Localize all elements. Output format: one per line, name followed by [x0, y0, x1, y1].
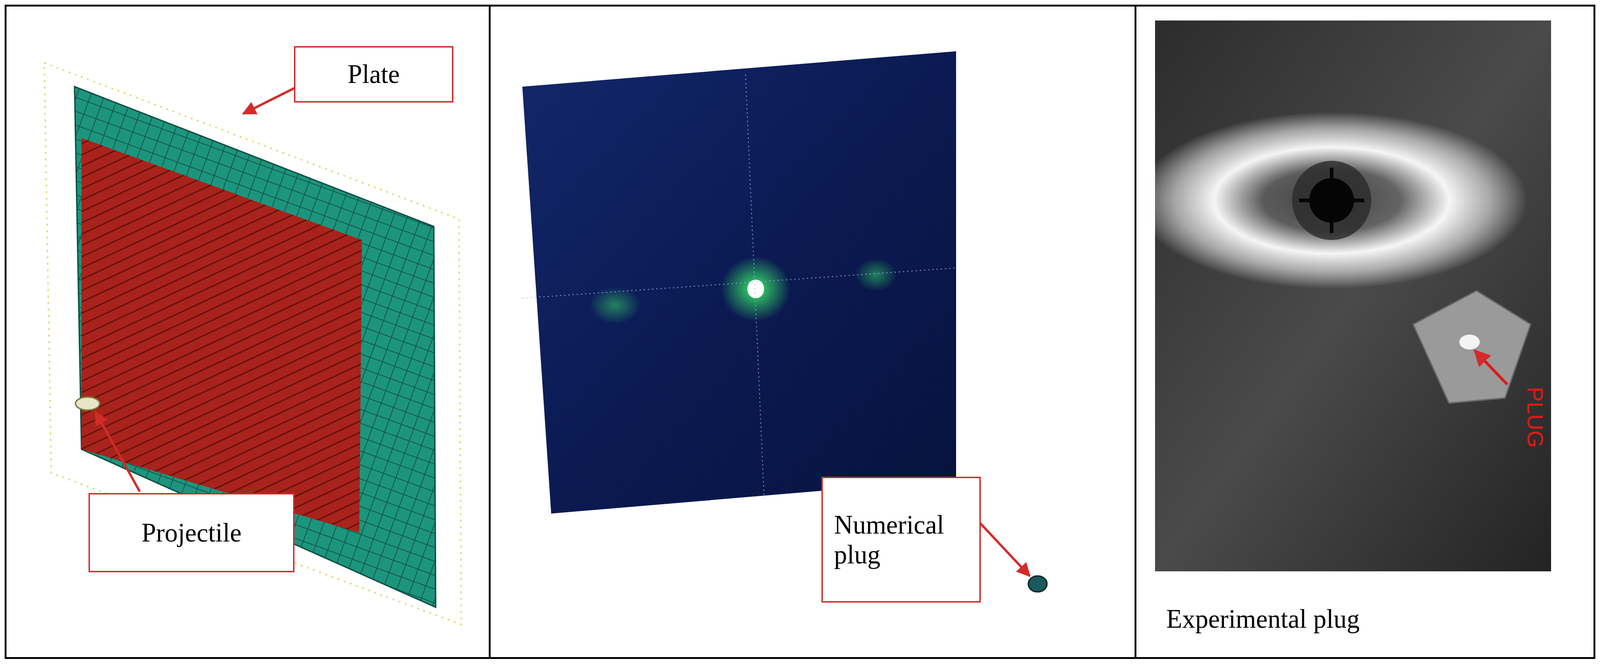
- callout-text: Projectile: [101, 517, 282, 548]
- callout-box: Numerical plug: [821, 476, 981, 603]
- callout-text: Plate: [306, 59, 441, 89]
- callout-text: Numerical plug: [834, 509, 969, 570]
- callout-box: Plate: [294, 46, 454, 103]
- callout-box: Projectile: [88, 492, 295, 573]
- panel-caption: Experimental plug: [1166, 603, 1360, 634]
- photo-tag: PLUG: [1522, 386, 1548, 448]
